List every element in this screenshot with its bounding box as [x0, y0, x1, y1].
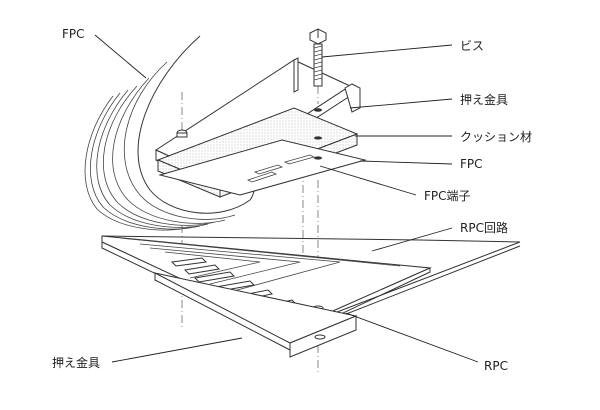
leader-screw — [321, 44, 453, 58]
label-clamp-top: 押え金具 — [460, 92, 508, 107]
screw — [309, 28, 327, 104]
fpc-flat-plate — [158, 139, 367, 196]
label-fpc-terminal: FPC端子 — [424, 189, 471, 203]
label-screw: ビス — [460, 39, 484, 53]
leader-fpc-terminal — [319, 165, 417, 196]
leader-clamp-bottom — [111, 337, 243, 363]
bottom-clamp-side — [289, 315, 357, 358]
clamp-hole — [314, 108, 322, 112]
cushion-hole — [314, 136, 322, 140]
label-fpc-top: FPC — [62, 27, 85, 41]
leader-rpc — [345, 312, 479, 363]
leader-clamp-top — [349, 98, 453, 109]
leader-fpc-top — [94, 34, 147, 79]
clamp-flange-left — [293, 57, 299, 93]
fpc-plate-face — [158, 139, 367, 196]
label-fpc-right: FPC — [460, 157, 483, 171]
leader-fpc-right — [359, 160, 453, 165]
leader-lines — [94, 34, 479, 363]
fpc-plate-hole — [314, 156, 322, 160]
callout-labels: FPC ビス 押え金具 クッション材 FPC FPC端子 RPC回路 押え金具 … — [52, 27, 532, 373]
bottom-clamp-hole — [314, 334, 326, 340]
label-rpc-circuit: RPC回路 — [460, 220, 508, 235]
label-rpc: RPC — [484, 359, 508, 373]
label-cushion: クッション材 — [460, 130, 532, 144]
leader-rpc-circuit — [371, 227, 453, 252]
label-clamp-bottom: 押え金具 — [52, 355, 100, 370]
small-screw-left — [176, 129, 188, 138]
bottom-clamp — [154, 272, 358, 358]
